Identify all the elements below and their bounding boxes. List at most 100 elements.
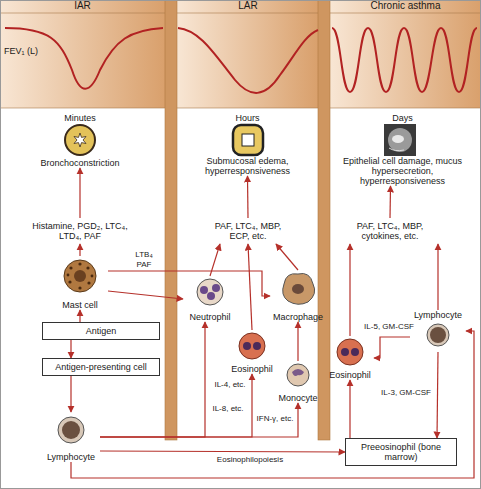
node-text: Lymphocyte bbox=[410, 310, 466, 320]
node-text: Antigen bbox=[43, 326, 159, 336]
cell-node: Lymphocyte bbox=[410, 310, 466, 352]
cell-body bbox=[197, 279, 223, 305]
cell-node: Neutrophil bbox=[183, 276, 237, 322]
time-label: Hours bbox=[185, 113, 310, 123]
cell-body bbox=[58, 417, 84, 443]
nucleus-lobe bbox=[341, 348, 349, 356]
eosinophil-icon bbox=[239, 333, 265, 359]
column-heading: Chronic asthma bbox=[330, 1, 481, 11]
node-text: PAF, LTC₄, MBP, ECP, etc. bbox=[208, 221, 288, 241]
band-panel bbox=[177, 0, 318, 108]
process-box: Antigen bbox=[42, 322, 160, 340]
micrograph-lumen bbox=[392, 135, 404, 143]
cell-node: Monocyte bbox=[274, 361, 322, 403]
arrow-connector bbox=[108, 271, 270, 296]
band-rule bbox=[0, 108, 481, 109]
arrow-connector bbox=[374, 337, 410, 358]
node-text: Lymphocyte bbox=[42, 452, 100, 462]
macrophage-icon bbox=[283, 273, 315, 304]
node-text: Macrophage bbox=[270, 312, 326, 322]
cell-node: Mast cell bbox=[52, 256, 108, 310]
arrow-connector bbox=[71, 331, 474, 478]
cell-node: Macrophage bbox=[270, 270, 326, 322]
arrow-connector bbox=[389, 186, 391, 218]
cell-nucleus bbox=[430, 327, 446, 343]
airway-lumen bbox=[74, 133, 86, 147]
arrow-connector bbox=[100, 374, 252, 437]
node-text: Monocyte bbox=[274, 393, 322, 403]
edge-label: IL-3, GM-CSF bbox=[378, 388, 434, 398]
node-text: Eosinophil bbox=[326, 370, 374, 380]
neutrophil-icon bbox=[197, 279, 223, 305]
arrow-connector bbox=[247, 176, 249, 218]
header-rule bbox=[0, 13, 481, 14]
mediator-text: PAF, LTC₄, MBP, ECP, etc. bbox=[208, 218, 288, 244]
node-text: Antigen-presenting cell bbox=[43, 362, 159, 372]
node-text: Preeosinophil (bone marrow) bbox=[346, 442, 456, 462]
airway-lumen bbox=[242, 134, 254, 146]
iar-curve bbox=[5, 28, 163, 89]
cell-nucleus bbox=[292, 369, 304, 376]
edge-label: IL-5, GM-CSF bbox=[360, 322, 418, 332]
time-label: Minutes bbox=[20, 113, 140, 123]
cell-body bbox=[239, 333, 265, 359]
arrow-connector bbox=[276, 244, 298, 270]
effect-box: Epithelial cell damage, mucus hypersecre… bbox=[335, 124, 470, 186]
axis-label: FEV₁ (L) bbox=[4, 46, 48, 56]
mediator-text: PAF, LTC₄, MBP, cytokines, etc. bbox=[340, 218, 440, 244]
node-text: Neutrophil bbox=[183, 312, 237, 322]
cell-nucleus bbox=[74, 270, 86, 282]
arrow-connector bbox=[70, 376, 71, 412]
node-text: Mast cell bbox=[52, 300, 108, 310]
node-text: Histamine, PGD₂, LTC₄, LTD₄, PAF bbox=[25, 221, 135, 241]
edematous-airway bbox=[233, 125, 263, 155]
nucleus-lobe bbox=[351, 348, 359, 356]
lymphocyte-icon bbox=[427, 324, 449, 346]
node-text: Bronchoconstriction bbox=[20, 158, 140, 168]
edge-label: LTB₄ PAF bbox=[128, 250, 160, 270]
cell-body bbox=[283, 273, 315, 304]
eosinophil-icon bbox=[337, 339, 363, 365]
arrow-connector bbox=[79, 310, 80, 322]
band-panel bbox=[0, 0, 165, 108]
arrow-connector bbox=[437, 352, 438, 438]
node-text: PAF, LTC₄, MBP, cytokines, etc. bbox=[340, 221, 440, 241]
micrograph-detail bbox=[389, 148, 404, 151]
column-bars bbox=[165, 0, 330, 440]
nucleus-lobe bbox=[200, 286, 208, 294]
cell-node: Eosinophil bbox=[326, 336, 374, 380]
effect-box: Bronchoconstriction bbox=[20, 124, 140, 168]
effect-box: Submucosal edema, hyperresponsiveness bbox=[185, 124, 310, 176]
column-heading: LAR bbox=[178, 1, 318, 11]
airway-icons bbox=[65, 124, 416, 156]
edge-label: IL-8, etc. bbox=[208, 404, 248, 414]
nucleus-lobe bbox=[207, 292, 215, 300]
node-text: Eosinophil bbox=[225, 364, 279, 374]
time-label: Days bbox=[335, 113, 470, 123]
arrow-connector bbox=[248, 244, 252, 330]
cell-nucleus bbox=[62, 421, 80, 439]
fev-curves bbox=[5, 28, 477, 93]
cell-nucleus bbox=[292, 284, 304, 294]
node-text: Epithelial cell damage, mucus hypersecre… bbox=[335, 156, 470, 186]
cell-body bbox=[427, 324, 449, 346]
cell-body bbox=[337, 339, 363, 365]
nucleus-lobe bbox=[212, 284, 220, 292]
edge-label: IL-4, etc. bbox=[210, 380, 250, 390]
arrow-connector bbox=[70, 340, 71, 358]
mast-cell-icon bbox=[64, 260, 96, 292]
mediator-text: Histamine, PGD₂, LTC₄, LTD₄, PAF bbox=[25, 218, 135, 244]
cell-node: Lymphocyte bbox=[42, 412, 100, 462]
arrow-connector bbox=[297, 322, 298, 361]
lymphocyte-icon bbox=[58, 417, 84, 443]
constricted-airway bbox=[65, 125, 95, 155]
column-bar bbox=[318, 0, 330, 440]
nucleus-lobe bbox=[253, 342, 261, 350]
process-box: Preeosinophil (bone marrow) bbox=[345, 438, 457, 466]
arrow-connector bbox=[79, 244, 80, 256]
monocyte-icon bbox=[287, 364, 309, 386]
